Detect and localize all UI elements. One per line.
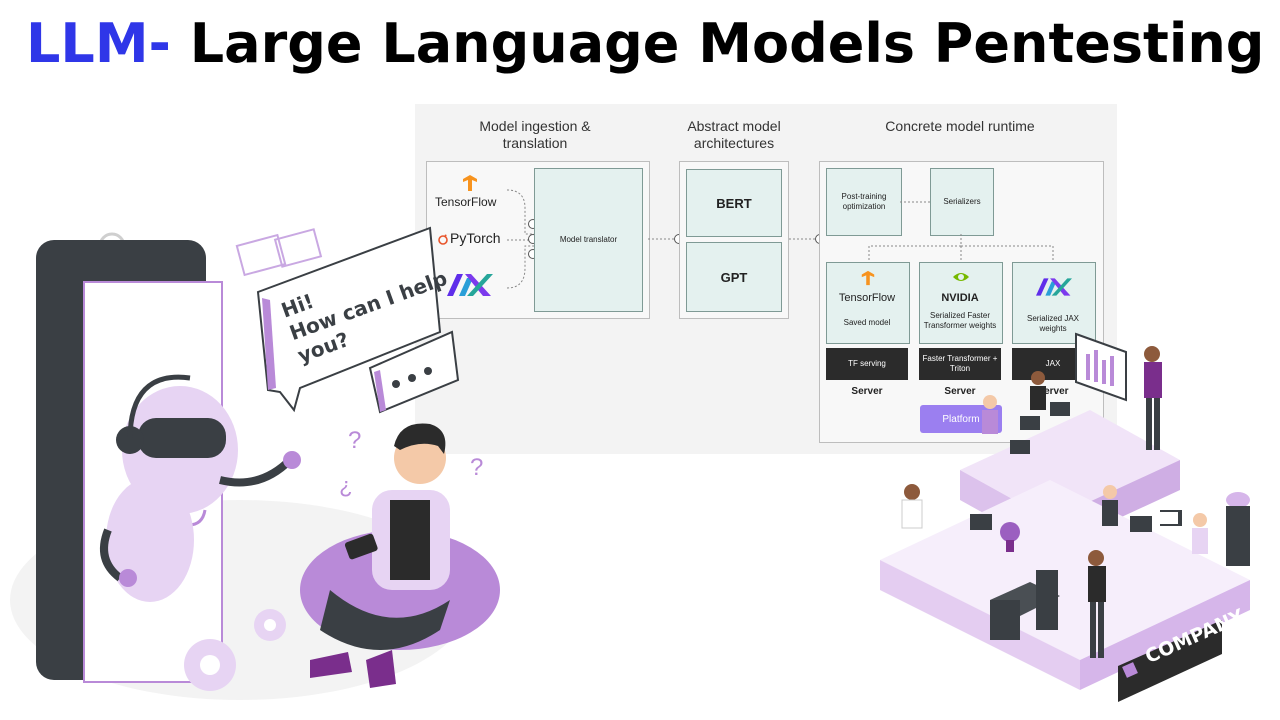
ellipsis-icon [392,367,432,388]
framework-pytorch: PyTorch [450,230,501,246]
mail-icon [235,228,323,277]
jax-logo-icon [1036,278,1072,296]
robot-assistant-illustration: ? ? ? [10,226,500,700]
server-label: Server [1037,386,1069,397]
col-heading-runtime: Concrete model runtime [885,118,1035,134]
runtime-desc: Serialized JAX weights [1026,314,1080,333]
pytorch-icon [438,234,448,245]
nvidia-eye-icon [953,273,969,281]
framework-tensorflow: TensorFlow [435,195,497,209]
svg-text:?: ? [470,454,483,481]
title-accent: LLM- [26,12,171,75]
runtime-box-jax [1012,262,1096,344]
svg-text:?: ? [348,427,361,454]
runtime-serving-box: Faster Transformer + Triton [919,348,1001,380]
runtime-panel: Post-training optimization Serializers T… [819,161,1104,443]
bert-box: BERT [686,169,782,237]
svg-text:?: ? [340,476,352,501]
runtime-desc: Saved model [843,318,891,327]
page-title: LLM- Large Language Models Pentesting [26,2,1266,86]
runtime-logo-text: TensorFlow [838,292,896,304]
office-illustration [880,332,1250,702]
col-heading-ingestion: Model ingestion & translation [479,118,591,151]
post-training-box: Post-training optimization [826,168,902,236]
runtime-logo-text: NVIDIA [941,292,979,304]
server-label: Server [944,386,976,397]
jax-logo-icon [447,274,493,296]
office-people [901,346,1208,658]
model-translator-box: Model translator [534,168,643,312]
architectures-panel: BERT GPT [679,161,789,319]
tensorflow-icon [861,270,875,286]
gpt-box: GPT [686,242,782,312]
architecture-diagram: Model ingestion & translation Abstract m… [415,104,1117,454]
serializers-box: Serializers [930,168,994,236]
runtime-desc: Serialized Faster Transformer weights [923,311,997,330]
col-heading-architectures: Abstract model architectures [687,118,781,151]
server-label: Server [851,386,883,397]
runtime-serving-box: TF serving [826,348,908,380]
tensorflow-icon [463,175,477,191]
serializer-connectors [868,234,1054,260]
connector-line [900,201,930,203]
title-text: Large Language Models Pentesting [170,12,1265,75]
ingestion-panel: TensorFlow PyTorch Model translator [426,161,650,319]
